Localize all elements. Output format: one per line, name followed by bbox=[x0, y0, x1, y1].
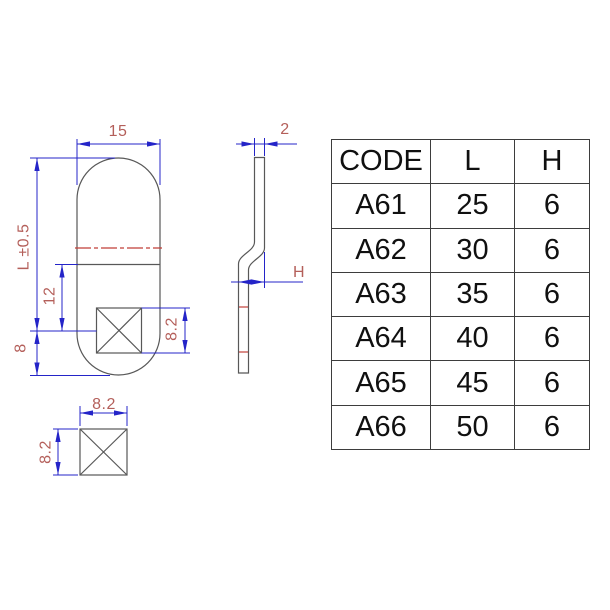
table-row: A61 25 6 bbox=[331, 183, 590, 229]
cell-h: 6 bbox=[514, 227, 590, 273]
table-row: A62 30 6 bbox=[331, 227, 590, 273]
arrowhead bbox=[182, 340, 188, 353]
dim-label-width: 15 bbox=[109, 123, 128, 140]
part-outlines bbox=[76, 156, 266, 476]
dim-label-length: L ±0.5 bbox=[16, 224, 33, 271]
front-view-body-outline bbox=[76, 157, 161, 376]
dim-label-offset: 12 bbox=[42, 287, 59, 306]
cell-code: A64 bbox=[331, 316, 431, 362]
table-row: A65 45 6 bbox=[331, 360, 590, 406]
cell-h: 6 bbox=[514, 271, 590, 318]
table-row: A64 40 6 bbox=[331, 316, 590, 362]
arrowhead bbox=[114, 410, 127, 416]
size-table-container: CODE L H A61 25 6 A62 30 6 A63 35 6 A64 bbox=[331, 138, 590, 451]
size-table: CODE L H A61 25 6 A62 30 6 A63 35 6 A64 bbox=[331, 138, 590, 451]
square-hole-diagonal bbox=[96, 307, 142, 354]
cell-h: 6 bbox=[514, 183, 590, 229]
cell-h: 6 bbox=[514, 316, 590, 362]
cell-code: A61 bbox=[331, 183, 431, 229]
cell-code: A65 bbox=[331, 360, 431, 406]
dimension-lines bbox=[30, 138, 303, 476]
arrowhead bbox=[241, 141, 255, 147]
arrowhead bbox=[34, 158, 40, 171]
header-h: H bbox=[514, 138, 590, 185]
cell-l: 25 bbox=[430, 183, 515, 229]
table-row: A63 35 6 bbox=[331, 271, 590, 318]
header-code: CODE bbox=[331, 138, 431, 185]
arrowhead bbox=[59, 318, 65, 331]
arrowhead bbox=[55, 462, 61, 475]
arrowhead bbox=[264, 141, 278, 147]
cell-h: 6 bbox=[514, 404, 590, 451]
arrowhead bbox=[55, 429, 61, 442]
detail-square-diagonal bbox=[79, 428, 128, 476]
dimension-arrowheads bbox=[34, 141, 278, 475]
dim-label-h: H bbox=[293, 264, 305, 281]
dimension-labels: 15 L ±0.5 12 8 8.2 2 H 8.2 8.2 bbox=[13, 121, 305, 464]
dim-label-square-size: 8.2 bbox=[164, 317, 181, 341]
side-view-profile-outline bbox=[237, 156, 266, 374]
arrowhead bbox=[147, 141, 160, 147]
arrowhead bbox=[77, 141, 90, 147]
cell-code: A63 bbox=[331, 271, 431, 318]
cell-l: 30 bbox=[430, 227, 515, 273]
dim-label-bottom: 8 bbox=[13, 343, 30, 352]
arrowhead bbox=[34, 331, 40, 344]
dim-label-detail-height: 8.2 bbox=[38, 440, 55, 464]
dim-label-detail-width: 8.2 bbox=[92, 396, 116, 413]
table-row: A66 50 6 bbox=[331, 404, 590, 451]
arrowhead bbox=[34, 318, 40, 331]
table-header-row: CODE L H bbox=[331, 138, 590, 185]
cell-l: 50 bbox=[430, 404, 515, 451]
arrowhead bbox=[251, 279, 265, 285]
arrowhead bbox=[238, 279, 252, 285]
cell-l: 40 bbox=[430, 316, 515, 362]
cell-l: 45 bbox=[430, 360, 515, 406]
cell-l: 35 bbox=[430, 271, 515, 318]
center-lines bbox=[75, 247, 248, 353]
arrowhead bbox=[59, 264, 65, 278]
arrowhead bbox=[80, 410, 93, 416]
header-l: L bbox=[430, 138, 515, 185]
detail-view-square bbox=[79, 428, 128, 476]
arrowhead bbox=[182, 308, 188, 321]
cell-code: A66 bbox=[331, 404, 431, 451]
arrowhead bbox=[34, 362, 40, 376]
cell-code: A62 bbox=[331, 227, 431, 273]
dim-label-thickness: 2 bbox=[280, 121, 289, 138]
cell-h: 6 bbox=[514, 360, 590, 406]
